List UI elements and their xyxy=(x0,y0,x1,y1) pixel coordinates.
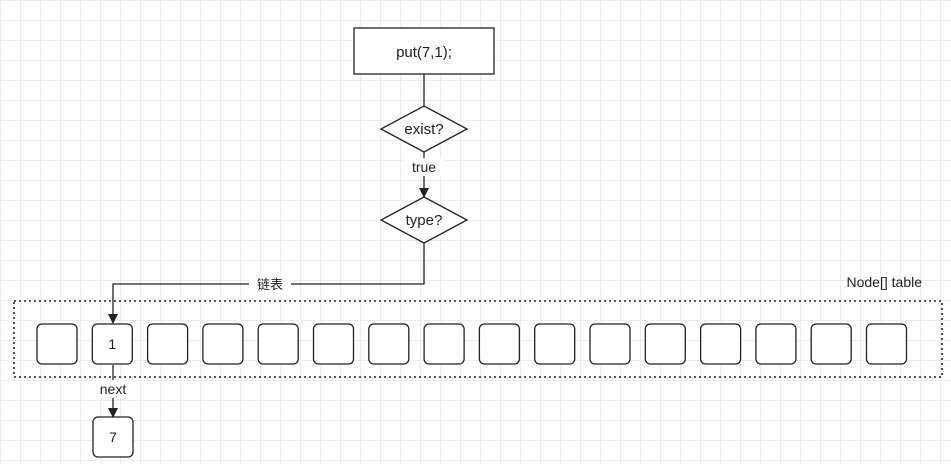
table-slot xyxy=(202,323,244,365)
table-slot xyxy=(478,323,521,365)
table-slot xyxy=(589,323,631,365)
table-slot xyxy=(755,323,797,365)
decision-exist-label: exist? xyxy=(404,121,443,138)
table-slot xyxy=(865,323,908,365)
table-slot xyxy=(146,323,189,365)
edge-linked-label-bg xyxy=(249,274,291,294)
table-label: Node[] table xyxy=(847,274,923,290)
table-slot xyxy=(368,323,410,365)
start-box-label: put(7,1); xyxy=(396,44,452,61)
table-slot xyxy=(312,323,355,365)
edge-linked-label: 链表 xyxy=(257,278,283,293)
table-slot xyxy=(91,323,133,365)
table-slot xyxy=(257,323,299,365)
table-slot xyxy=(810,323,852,365)
edge-true-label-bg xyxy=(404,158,444,176)
table-slots: 1 xyxy=(36,323,908,365)
edge-next-label: next xyxy=(100,381,127,397)
start-box xyxy=(353,27,495,75)
decision-type-label: type? xyxy=(406,212,443,229)
table-slot xyxy=(423,323,465,365)
table-slot xyxy=(644,323,686,365)
table-slot xyxy=(699,323,742,365)
table-slot-value: 1 xyxy=(108,336,116,352)
next-node xyxy=(92,416,134,458)
next-node-label: 7 xyxy=(109,429,117,445)
table-container xyxy=(13,300,943,378)
table-slot xyxy=(36,323,78,365)
table-slot xyxy=(534,323,576,365)
edge-next-label-bg xyxy=(93,380,133,398)
edge-true-label: true xyxy=(412,159,436,175)
